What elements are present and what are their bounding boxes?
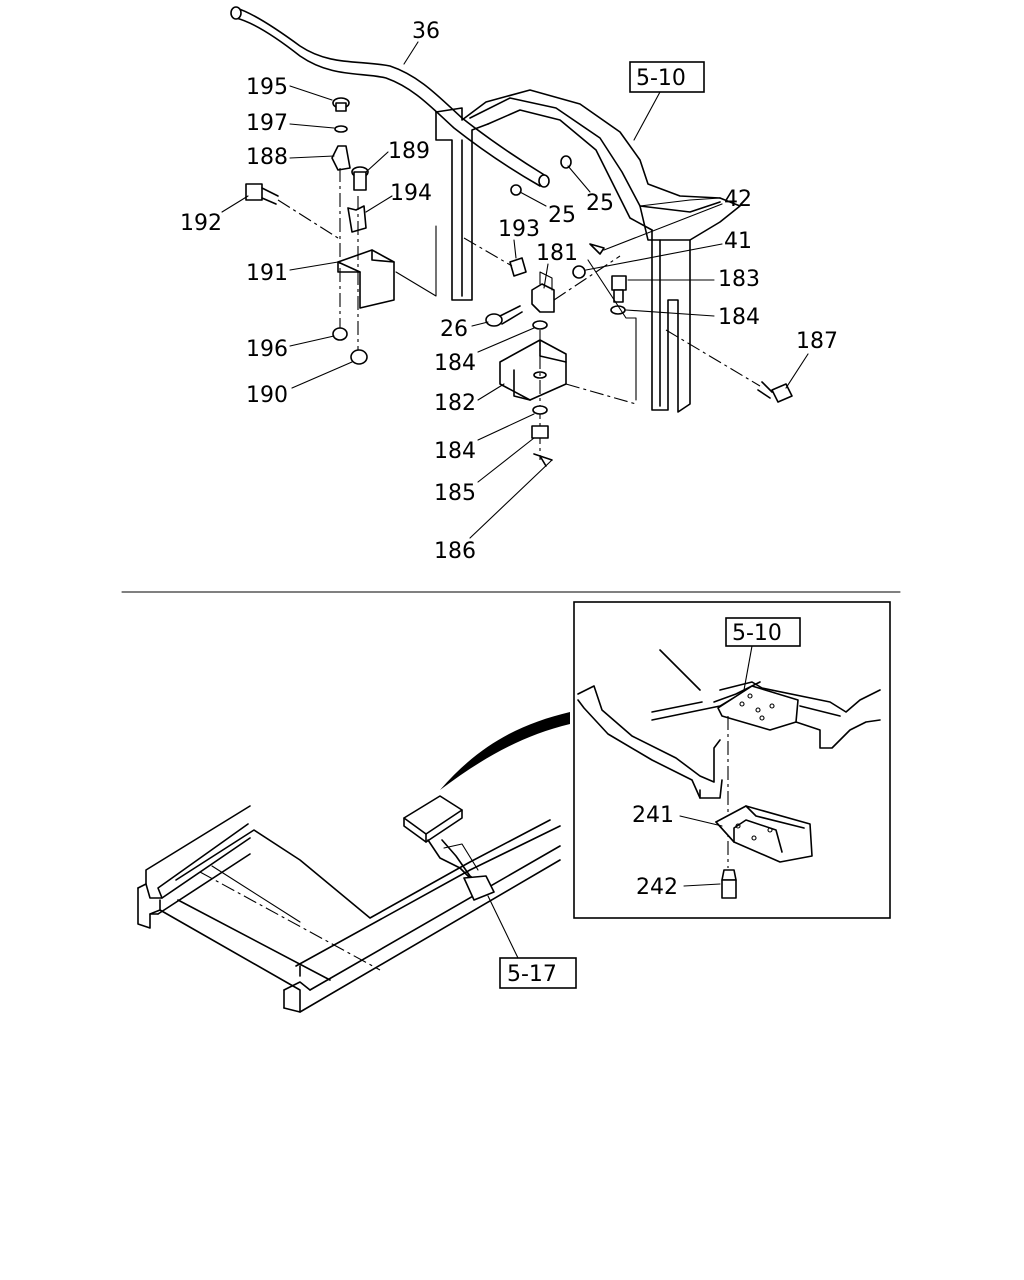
inset-leader: [440, 712, 570, 790]
callout-241: 241: [632, 803, 674, 828]
callout-41: 41: [724, 229, 752, 254]
callout-197: 197: [246, 111, 288, 136]
callout-184b: 184: [434, 351, 476, 376]
callout-186: 186: [434, 539, 476, 564]
bolt-187: [665, 329, 793, 403]
callout-188: 188: [246, 145, 288, 170]
inset-panel: 5-10 241 242: [573, 601, 891, 919]
bracket-182: [499, 330, 637, 467]
callout-196: 196: [246, 337, 288, 362]
callout-191: 191: [246, 261, 288, 286]
callout-187: 187: [796, 329, 838, 354]
bracket-191: [337, 225, 437, 309]
small-parts-left: [245, 97, 369, 365]
callout-36: 36: [412, 19, 440, 44]
callout-181: 181: [536, 241, 578, 266]
callout-184c: 184: [434, 439, 476, 464]
callout-192: 192: [180, 211, 222, 236]
mount-assembly: [403, 795, 495, 901]
callout-194: 194: [390, 181, 432, 206]
callout-183: 183: [718, 267, 760, 292]
callouts-top: 36 195 197 188 189 194 192 191 196 190 1…: [180, 19, 838, 564]
small-parts-center: [463, 155, 637, 401]
ref-box-linkage: 5-17: [487, 895, 577, 989]
frame-5-10-top: [435, 89, 741, 413]
callout-184a: 184: [718, 305, 760, 330]
callout-182: 182: [434, 391, 476, 416]
callout-195: 195: [246, 75, 288, 100]
callout-193: 193: [498, 217, 540, 242]
stabilizer-bar-36: [230, 6, 550, 188]
callout-242: 242: [636, 875, 678, 900]
callout-42: 42: [724, 187, 752, 212]
ref-inset-frame: 5-10: [732, 621, 782, 646]
callout-25b: 25: [548, 203, 576, 228]
callout-185: 185: [434, 481, 476, 506]
callout-190: 190: [246, 383, 288, 408]
ref-linkage: 5-17: [507, 962, 557, 987]
ref-top-frame: 5-10: [636, 66, 686, 91]
callout-25a: 25: [586, 191, 614, 216]
callout-189: 189: [388, 139, 430, 164]
ref-box-top: 5-10: [629, 61, 705, 141]
callout-26: 26: [440, 317, 468, 342]
chassis-frame: [137, 805, 561, 1013]
